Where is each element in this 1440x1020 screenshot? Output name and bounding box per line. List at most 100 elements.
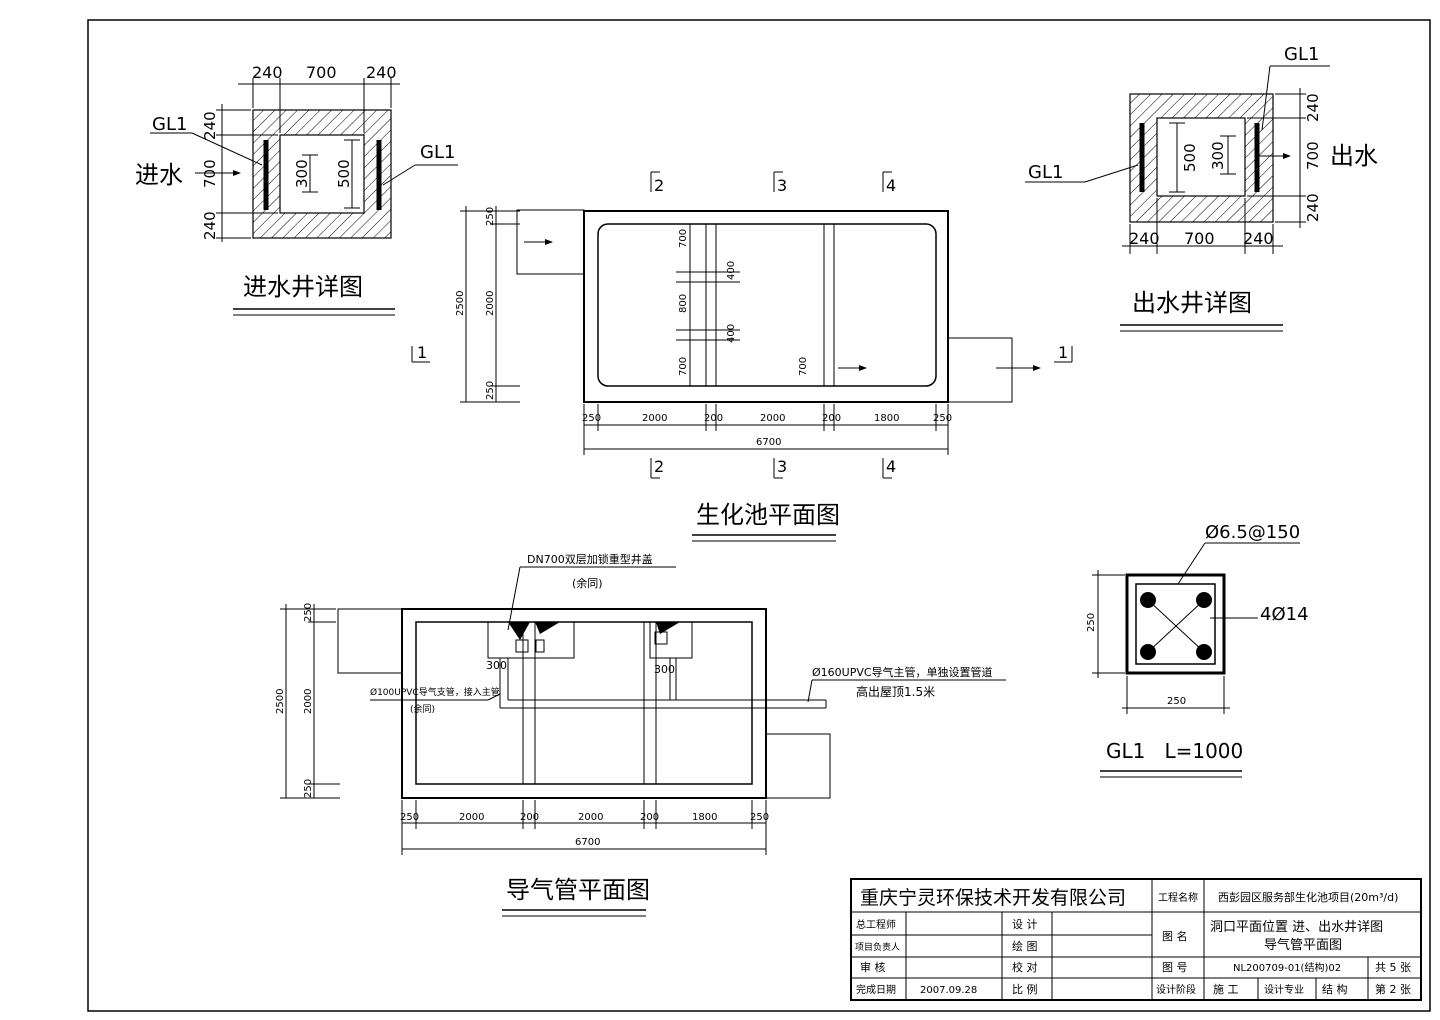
drawing-name-label: 图 名 [1162, 929, 1188, 943]
project-label: 工程名称 [1158, 891, 1198, 904]
note-cover: DN700双层加锁重型井盖 [527, 552, 653, 566]
dim-bottom-2: 700 [1184, 229, 1215, 248]
dim-bottom-1: 240 [1129, 229, 1160, 248]
section-mark-1-right: 1 [1058, 343, 1068, 362]
dim-h: 250 [1086, 613, 1097, 632]
dim-bottom-6: 1800 [874, 413, 899, 424]
project-lead-label: 项目负责人 [855, 941, 900, 953]
dim-bottom-6: 1800 [692, 812, 717, 823]
dim-inner-a: 500 [1181, 143, 1199, 172]
dim-inner-b: 500 [335, 159, 353, 188]
dim-top-1: 240 [252, 63, 283, 82]
tank-plan: 700 400 800 400 700 700 2500 250 2000 25… [411, 171, 1073, 542]
dim-w: 250 [1167, 696, 1186, 707]
tank-plan-title: 生化池平面图 [696, 501, 840, 529]
check-label: 校 对 [1012, 960, 1038, 974]
dim-side-2: 700 [1304, 141, 1322, 170]
stirrup-label: Ø6.5@150 [1205, 522, 1300, 543]
section-mark-3-bottom: 3 [777, 457, 787, 476]
outlet-flow-label: 出水 [1330, 142, 1378, 170]
dim-bottom-2: 2000 [459, 812, 484, 823]
project-value: 西彭园区服务部生化池项目(20m³/d) [1218, 890, 1398, 904]
dim-300a: 300 [486, 659, 507, 672]
gl1-label-left: GL1 [1028, 162, 1063, 183]
dim-bottom-5: 200 [640, 812, 659, 823]
gl1-title: GL1 L=1000 [1106, 739, 1243, 763]
dim-bottom-1: 250 [400, 812, 419, 823]
section-mark-4-top: 4 [886, 176, 896, 195]
finish-date-label: 完成日期 [856, 983, 896, 996]
title-block: 重庆宁灵环保技术开发有限公司 工程名称 西彭园区服务部生化池项目(20m³/d)… [850, 878, 1422, 1001]
dim-side-3: 240 [1304, 193, 1322, 222]
dim-inner-4: 400 [726, 324, 737, 343]
section-mark-4-bottom: 4 [886, 457, 896, 476]
finish-date-value: 2007.09.28 [920, 985, 977, 996]
draw-label: 绘 图 [1012, 939, 1038, 953]
stage-label: 设计阶段 [1156, 983, 1196, 996]
dim-left-3: 250 [303, 779, 314, 798]
dim-inner-5: 700 [678, 357, 689, 376]
inlet-well-title: 进水井详图 [243, 273, 363, 301]
dim-bottom-7: 250 [933, 413, 952, 424]
dim-inner-6: 700 [798, 357, 809, 376]
inlet-well-detail: 240 700 240 240 700 240 300 500 GL1 GL1 … [135, 63, 458, 316]
dim-total: 6700 [575, 837, 600, 848]
drawing-number-label: 图 号 [1162, 961, 1188, 974]
review-label: 审 核 [860, 960, 886, 974]
dim-inner-1: 700 [678, 229, 689, 248]
scale-label: 比 例 [1012, 982, 1038, 996]
note-branch: Ø100UPVC导气支管，接入主管 [370, 686, 500, 698]
chief-engineer-label: 总工程师 [856, 918, 896, 931]
dim-side-1: 240 [201, 111, 219, 140]
section-mark-2-top: 2 [654, 176, 664, 195]
dim-inner-b: 300 [1209, 141, 1227, 170]
gl1-label-left: GL1 [152, 114, 187, 135]
dim-bottom-4: 2000 [760, 413, 785, 424]
dim-bottom-3: 240 [1243, 229, 1274, 248]
dim-side-1: 240 [1304, 93, 1322, 122]
dim-left-2: 2000 [303, 689, 314, 714]
dim-bottom-7: 250 [750, 812, 769, 823]
vent-plan: 300 300 DN700双层加锁重型井盖 (余同) Ø100UPVC导气支管，… [275, 552, 1006, 917]
dim-bottom-2: 2000 [642, 413, 667, 424]
gl1-section: Ø6.5@150 4Ø14 250 250 GL1 L=1000 [1086, 522, 1309, 778]
section-mark-2-bottom: 2 [654, 457, 664, 476]
dim-left-total: 2500 [455, 291, 466, 316]
design-label: 设 计 [1012, 918, 1038, 931]
drawing-name-1: 洞口平面位置 进、出水井详图 [1210, 920, 1383, 935]
dim-left-total: 2500 [275, 689, 286, 714]
inlet-flow-label: 进水 [135, 161, 183, 189]
dim-bottom-3: 200 [520, 812, 539, 823]
dim-left-1: 250 [303, 603, 314, 622]
gl1-label-right: GL1 [420, 142, 455, 163]
outlet-well-detail: 240 700 240 240 700 240 500 300 GL1 GL1 … [1025, 44, 1378, 332]
gl1-label-top: GL1 [1284, 44, 1319, 65]
note-main-sub: 高出屋顶1.5米 [856, 684, 935, 699]
dim-left-1: 250 [485, 207, 496, 226]
stage-value: 施 工 [1213, 983, 1239, 996]
note-cover-sub: (余同) [572, 576, 603, 590]
dim-bottom-3: 200 [704, 413, 723, 424]
major-value: 结 构 [1322, 982, 1348, 996]
major-label: 设计专业 [1264, 983, 1304, 996]
rebar-label: 4Ø14 [1260, 604, 1309, 625]
total-sheets: 共 5 张 [1375, 961, 1411, 974]
dim-bottom-5: 200 [822, 413, 841, 424]
outlet-well-title: 出水井详图 [1132, 289, 1252, 317]
dim-top-3: 240 [366, 63, 397, 82]
note-main: Ø160UPVC导气主管，单独设置管道 [812, 665, 993, 679]
section-mark-3-top: 3 [777, 176, 787, 195]
sheet-number: 第 2 张 [1375, 982, 1411, 996]
dim-total: 6700 [756, 437, 781, 448]
drawing-number-value: NL200709-01(结构)02 [1233, 961, 1341, 974]
dim-bottom-4: 2000 [578, 812, 603, 823]
dim-top-2: 700 [306, 63, 337, 82]
dim-bottom-1: 250 [582, 413, 601, 424]
vent-plan-title: 导气管平面图 [506, 876, 650, 904]
dim-inner-a: 300 [293, 159, 311, 188]
dim-left-2: 2000 [485, 291, 496, 316]
dim-left-3: 250 [485, 381, 496, 400]
drawing-border [87, 19, 1431, 1012]
dim-side-3: 240 [201, 211, 219, 240]
